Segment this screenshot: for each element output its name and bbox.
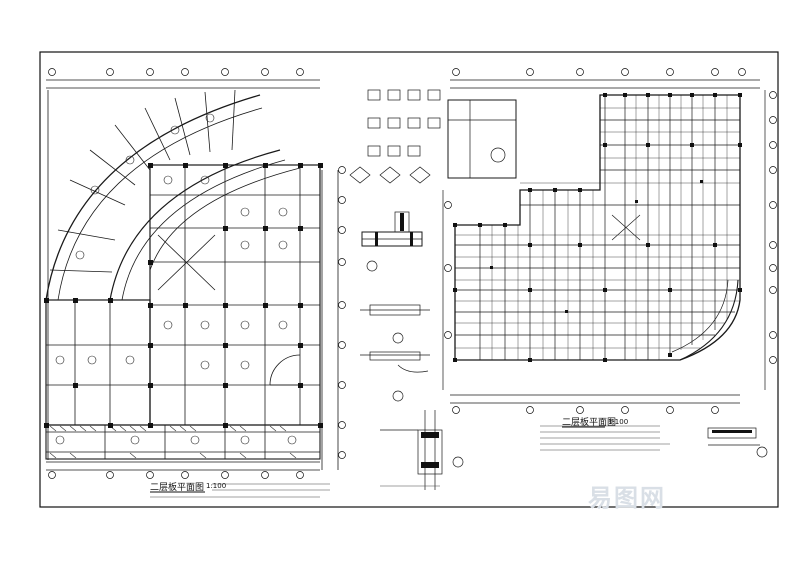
center-detail-circles [366, 260, 464, 468]
note-lines [150, 425, 670, 498]
hatch-band-left [49, 425, 297, 459]
center-detail-fills [375, 213, 439, 468]
columns-right [453, 93, 742, 362]
right-floor-plan [442, 79, 766, 404]
columns-left [44, 163, 323, 428]
curved-wall-3 [109, 149, 281, 301]
curved-wall-outer [45, 94, 261, 301]
axis-bubbles-left [48, 68, 346, 479]
right-plan-scale: 1:100 [608, 418, 629, 426]
left-plan-scale: 1:100 [206, 482, 227, 490]
curved-wall-2 [57, 107, 263, 301]
center-details [349, 89, 517, 490]
watermark-logo: 易图网 [588, 484, 666, 512]
right-plan-title: 二层板平面图 [562, 418, 617, 428]
left-floor-plan [45, 79, 339, 471]
curved-wall-4 [121, 159, 286, 301]
sheet-border [39, 51, 779, 508]
curved-wall-5 [149, 167, 301, 271]
detail-bottom-right [707, 427, 768, 458]
axis-bubbles-right [444, 68, 777, 414]
left-plan-title: 二层板平面图 [150, 483, 205, 493]
slab-marks-left [55, 113, 297, 445]
